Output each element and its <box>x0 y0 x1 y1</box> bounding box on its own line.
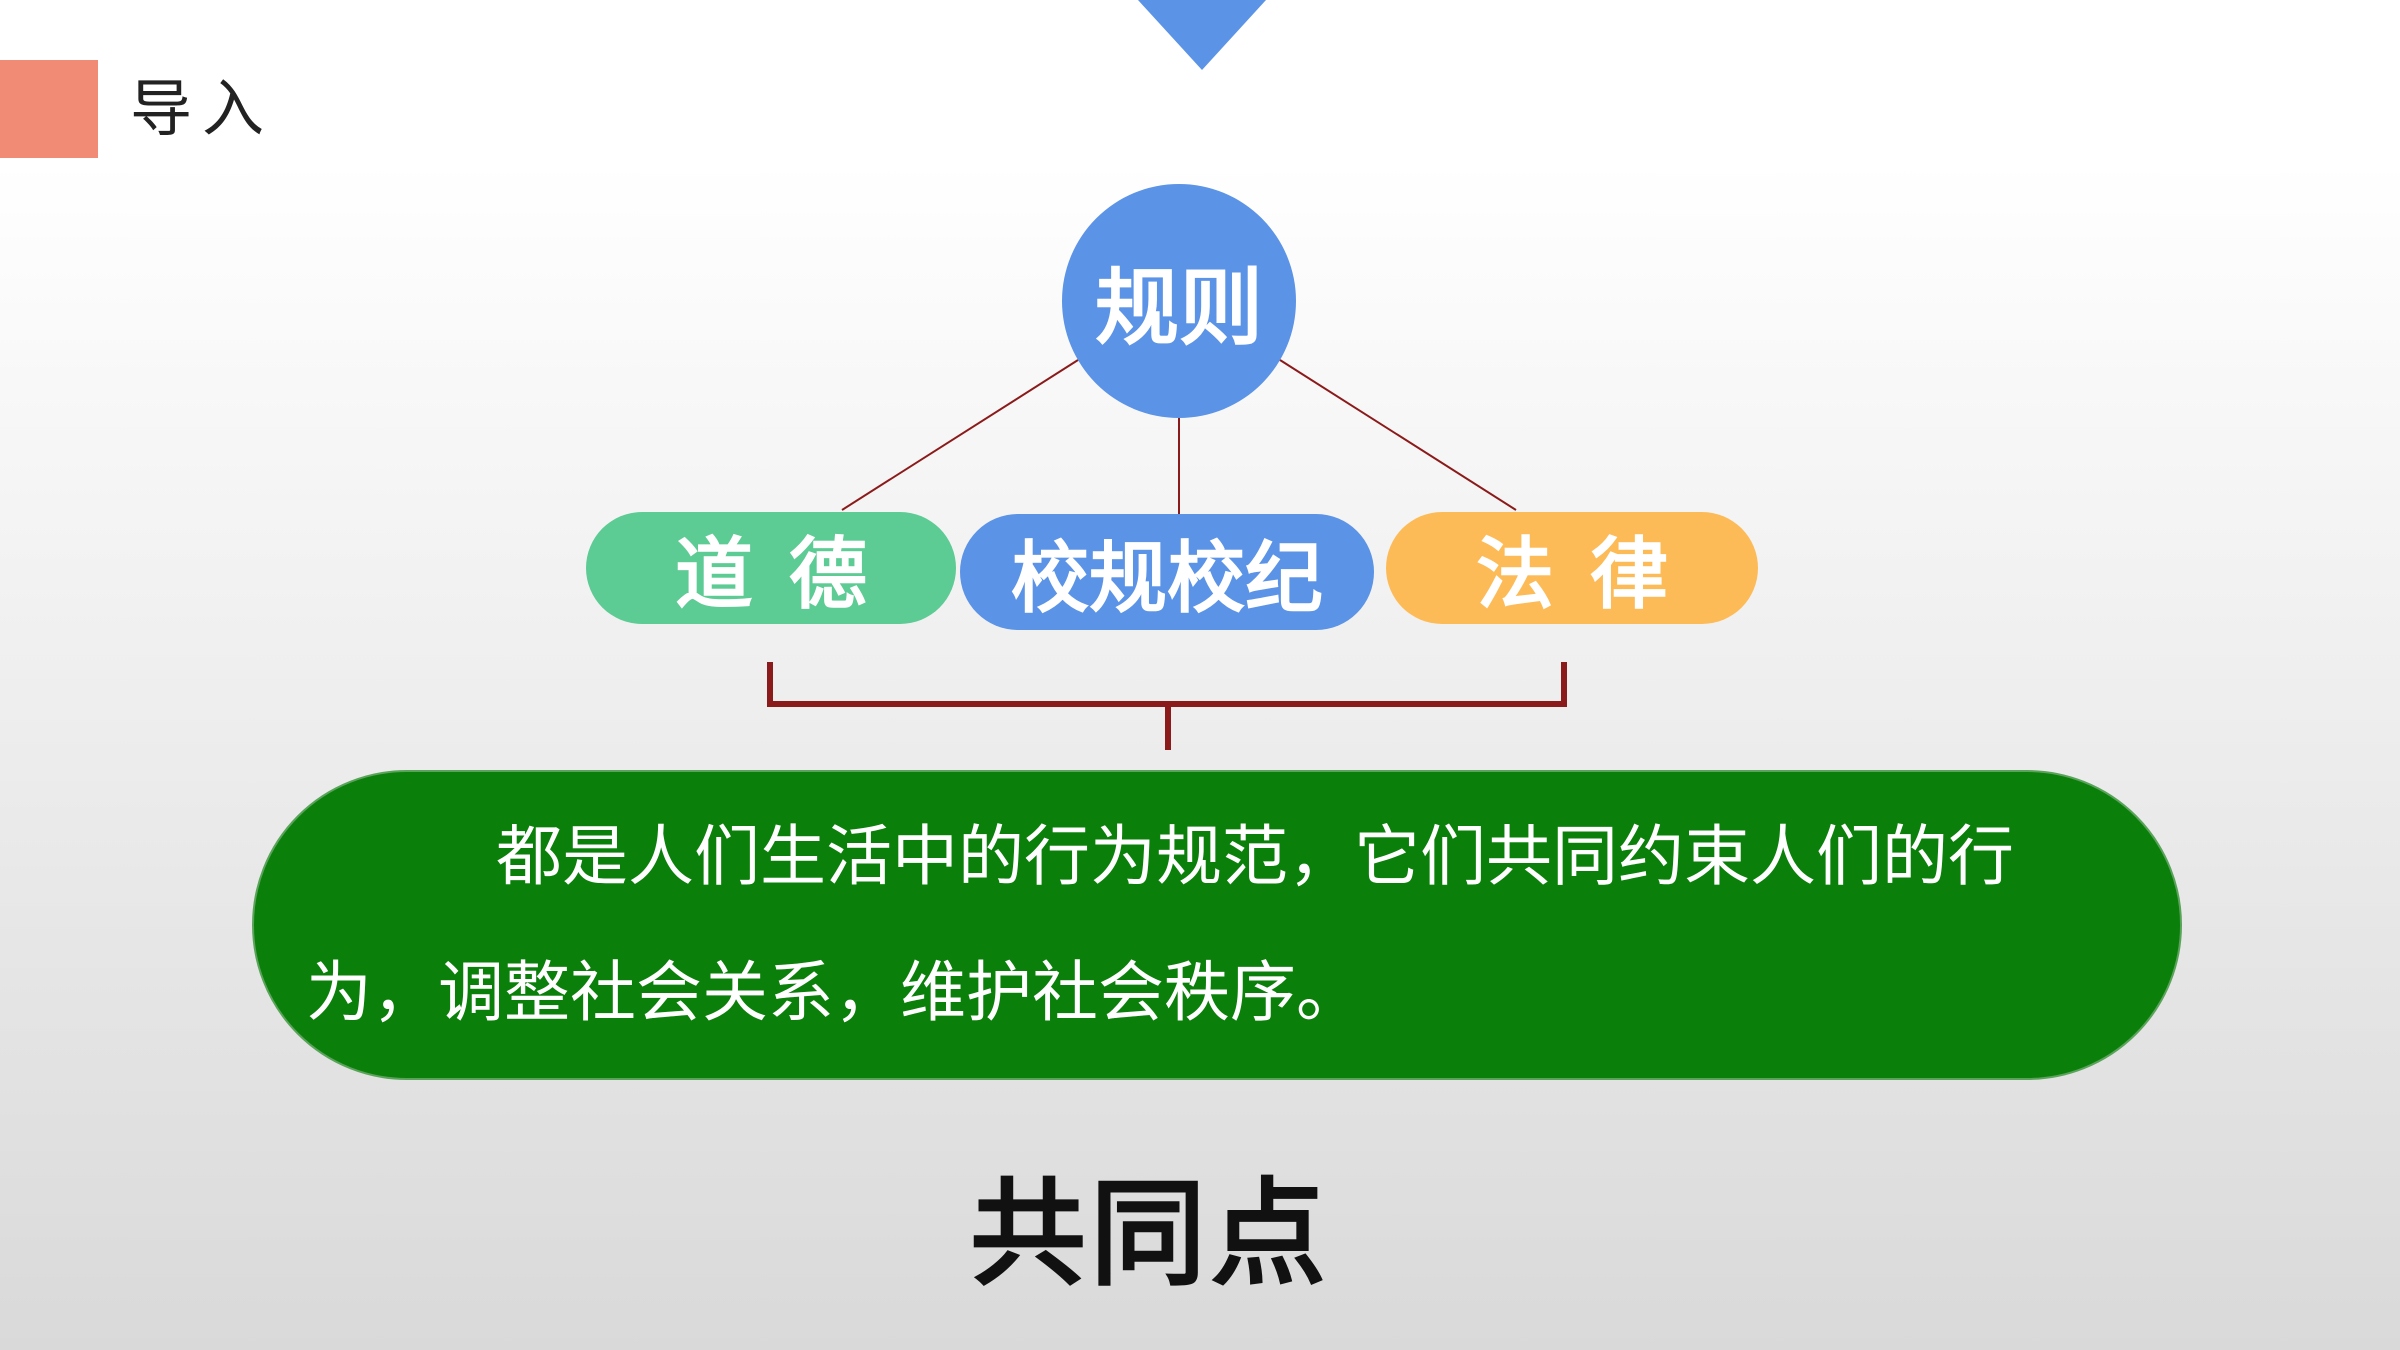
child-node-label: 校规校纪 <box>1010 534 1323 624</box>
connector-root-law <box>1279 359 1517 511</box>
summary-box: 都是人们生活中的行为规范，它们共同约束人们的行为，调整社会关系，维护社会秩序。 <box>252 770 2182 1080</box>
child-node-morality: 道德 <box>586 512 956 624</box>
connector-root-morality <box>841 359 1079 511</box>
caption-common-points: 共同点 <box>970 1167 1330 1302</box>
child-node-law: 法律 <box>1386 512 1758 624</box>
child-node-label: 道德 <box>674 530 903 620</box>
section-title: 导入 <box>130 72 275 145</box>
section-marker <box>0 60 98 158</box>
root-node: 规则 <box>1062 184 1296 418</box>
child-node-school-rules: 校规校纪 <box>960 514 1374 630</box>
root-node-label: 规则 <box>1094 258 1263 357</box>
summary-text: 都是人们生活中的行为规范，它们共同约束人们的行为，调整社会关系，维护社会秩序。 <box>306 818 2014 1031</box>
bracket <box>767 662 1567 707</box>
child-node-label: 法律 <box>1475 530 1704 620</box>
top-arrow-decoration <box>1138 0 1266 70</box>
